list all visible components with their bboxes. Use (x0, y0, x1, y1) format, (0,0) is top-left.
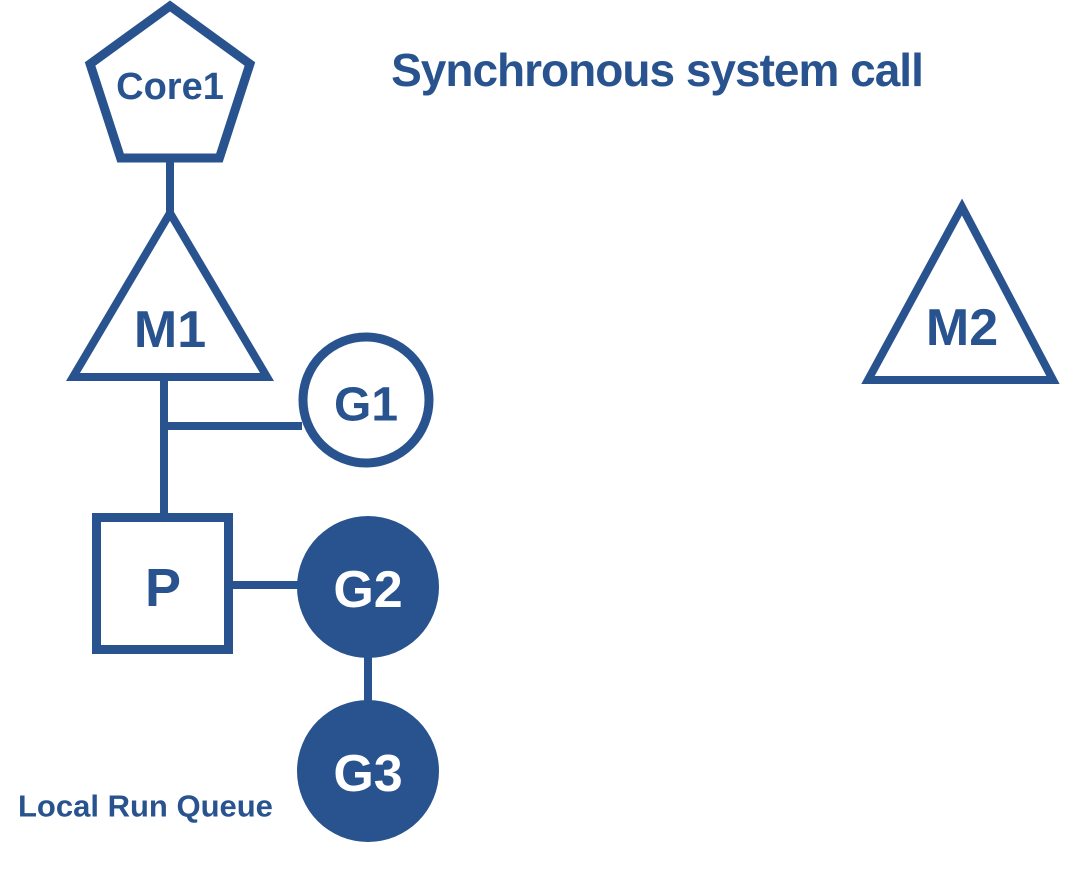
g2-circle (297, 516, 439, 658)
m2-triangle (861, 198, 1060, 384)
g3-circle (297, 700, 439, 842)
p-square (92, 513, 233, 654)
g1-label: G1 (334, 379, 398, 432)
core1-pentagon (84, 0, 256, 163)
m2-label: M2 (926, 299, 998, 357)
g3-label: G3 (333, 745, 402, 803)
p-label: P (145, 558, 181, 618)
g2-label: G2 (333, 561, 402, 619)
core1-label: Core1 (116, 66, 224, 108)
m1-triangle (65, 205, 275, 381)
local-run-queue-label: Local Run Queue (18, 789, 273, 824)
diagram-title: Synchronous system call (391, 44, 923, 96)
m1-label: M1 (134, 301, 206, 359)
g1-circle (298, 332, 434, 468)
